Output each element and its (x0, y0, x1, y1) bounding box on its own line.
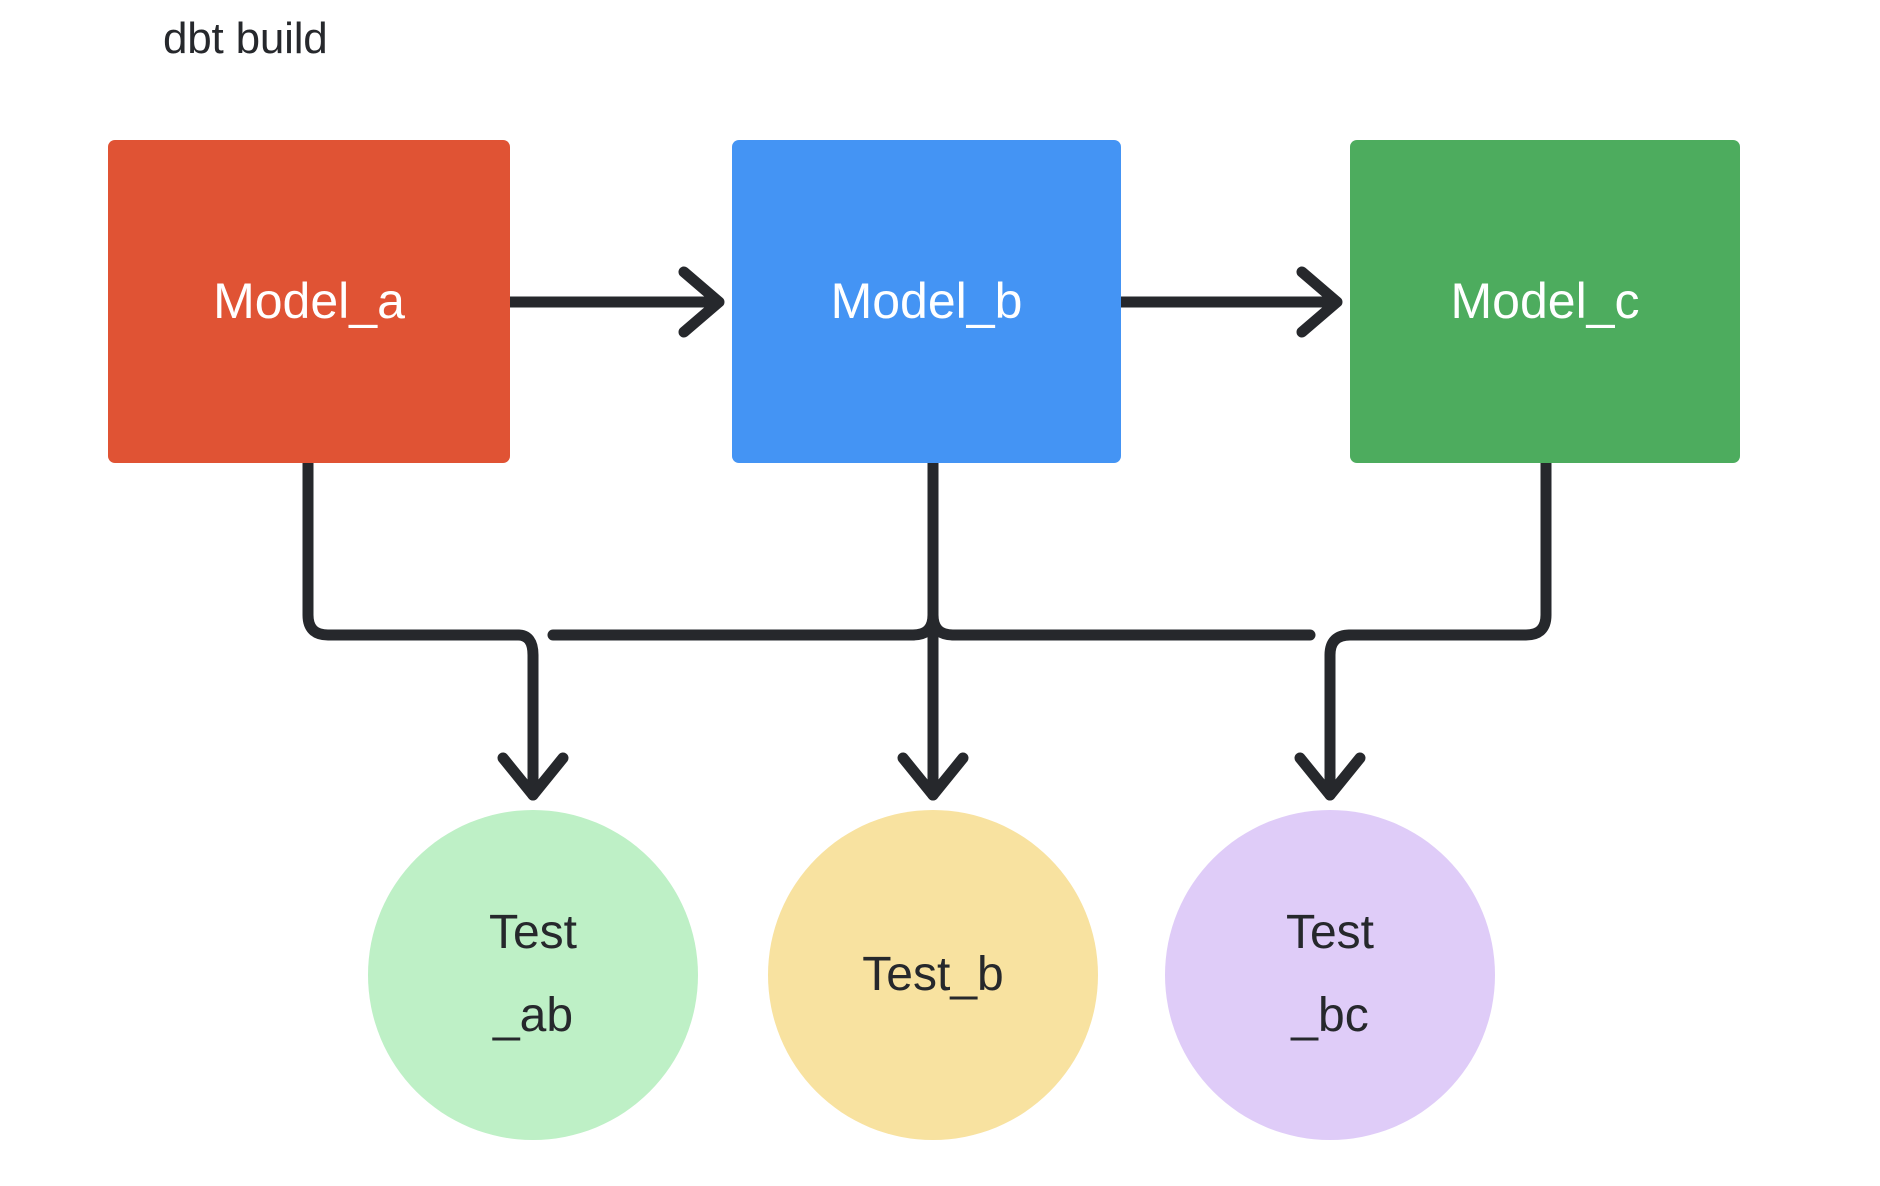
arrowhead-test-b (897, 752, 969, 801)
node-model-a-label: Model_a (213, 273, 405, 329)
node-model-b-label: Model_b (830, 273, 1023, 329)
arrowhead-test-ab (497, 752, 569, 801)
node-test-ab[interactable]: Test _ab (368, 810, 698, 1140)
node-model-b[interactable]: Model_b (732, 140, 1121, 463)
edge-model-c-to-bus (1344, 457, 1552, 641)
arrowhead-model-c (1296, 266, 1343, 338)
node-model-a[interactable]: Model_a (108, 140, 510, 463)
node-test-bc-label: Test _bc (1285, 906, 1375, 1042)
edge-bus-to-test-bc (1324, 629, 1356, 801)
arrowhead-test-bc (1294, 752, 1366, 801)
node-test-b[interactable]: Test_b (768, 810, 1098, 1140)
edge-bus-join-right (927, 609, 959, 641)
arrowhead-model-b (678, 266, 725, 338)
diagram-title: dbt build (163, 14, 328, 63)
edge-model-a-to-bus (302, 457, 524, 641)
node-test-ab-label: Test _ab (488, 906, 578, 1042)
node-model-c-label: Model_c (1450, 273, 1640, 329)
node-test-bc[interactable]: Test _bc (1165, 810, 1495, 1140)
node-test-b-label: Test_b (862, 947, 1004, 1001)
node-model-c[interactable]: Model_c (1350, 140, 1740, 463)
edge-bus-to-test-ab (512, 629, 539, 801)
